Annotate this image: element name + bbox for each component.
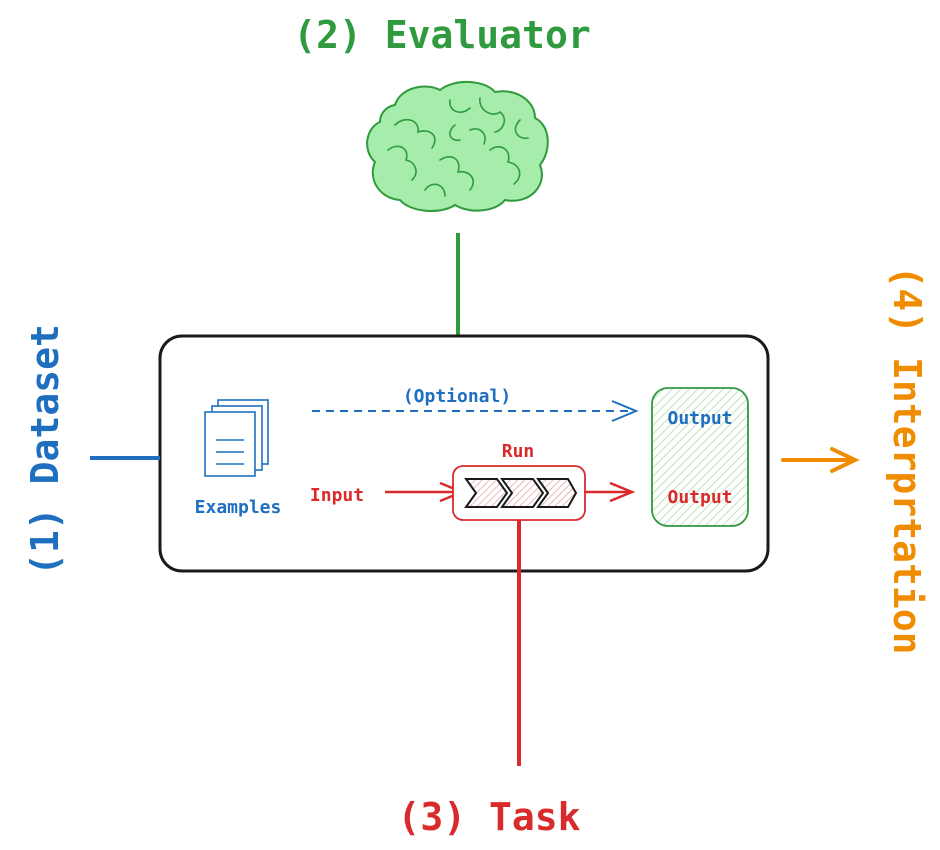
documents-icon bbox=[204, 399, 269, 477]
task-label: (3) Task bbox=[397, 795, 580, 839]
run-chevron-icon bbox=[464, 478, 578, 508]
brain-icon bbox=[366, 80, 549, 212]
input-label: Input bbox=[310, 485, 364, 506]
optional-arrow bbox=[312, 400, 639, 422]
run-output-arrow bbox=[584, 481, 636, 503]
examples-label: Examples bbox=[195, 497, 282, 518]
output-bottom-label: Output bbox=[667, 487, 732, 508]
output-box bbox=[651, 387, 749, 527]
evaluator-label: (2) Evaluator bbox=[293, 13, 590, 57]
dataset-label: (1) Dataset bbox=[23, 324, 67, 576]
interpretation-label: (4) Interprtation bbox=[885, 266, 929, 655]
output-top-label: Output bbox=[667, 408, 732, 429]
run-label: Run bbox=[502, 441, 535, 462]
interpretation-arrow bbox=[781, 447, 860, 473]
evaluation-box bbox=[158, 334, 770, 573]
optional-label: (Optional) bbox=[403, 386, 511, 407]
